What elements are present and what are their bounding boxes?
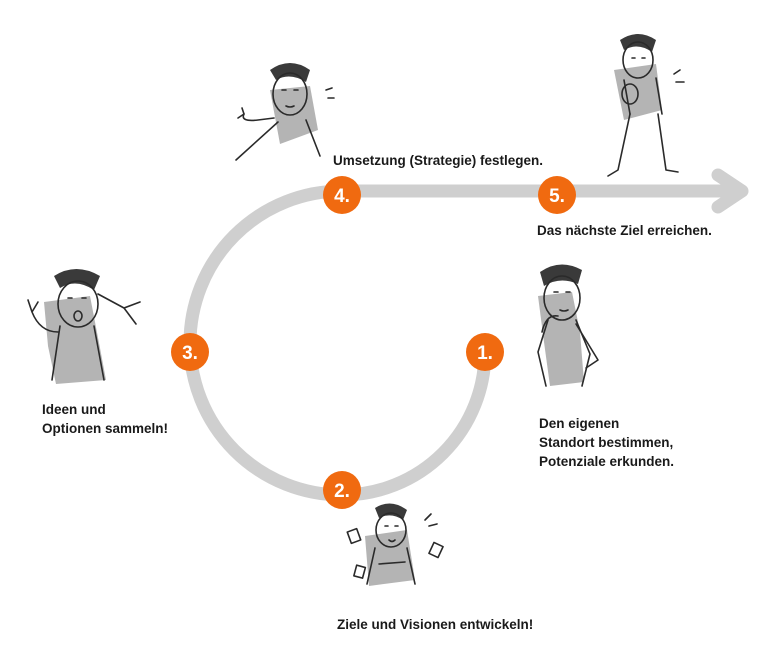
step-number-3: 3. <box>182 343 198 364</box>
arrow-head-icon <box>711 168 749 214</box>
step-number-5: 5. <box>549 186 565 207</box>
brainstorming-person-icon <box>27 269 141 384</box>
stressed-person-icon <box>346 503 444 586</box>
step-marker-1: 1. <box>466 333 504 371</box>
step-3-caption-line-2: Optionen sammeln! <box>42 421 169 436</box>
step-2-caption-line-1: Ziele und Visionen entwickeln! <box>337 617 534 632</box>
walking-person-icon <box>607 34 685 177</box>
step-number-4: 4. <box>334 186 350 207</box>
step-number-2: 2. <box>334 481 350 502</box>
step-2-caption: Ziele und Visionen entwickeln! <box>337 615 533 634</box>
thinking-person-icon <box>537 264 599 387</box>
step-5-caption: Das nächste Ziel erreichen. <box>537 221 712 240</box>
step-marker-4: 4. <box>323 176 361 214</box>
step-1-caption-line-3: Potenziale erkunden. <box>539 454 675 469</box>
pointing-person-icon <box>235 63 335 161</box>
step-3-caption: Ideen und Optionen sammeln! <box>42 400 168 438</box>
step-marker-3: 3. <box>171 333 209 371</box>
step-1-caption-line-1: Den eigenen <box>539 416 620 431</box>
step-4-caption-line-1: Umsetzung (Strategie) festlegen. <box>333 153 544 168</box>
step-1-caption-line-2: Standort bestimmen, <box>539 435 674 450</box>
step-marker-5: 5. <box>538 176 576 214</box>
step-5-caption-line-1: Das nächste Ziel erreichen. <box>537 223 712 238</box>
step-4-caption: Umsetzung (Strategie) festlegen. <box>333 151 543 170</box>
step-3-caption-line-1: Ideen und <box>42 402 106 417</box>
step-1-caption: Den eigenen Standort bestimmen, Potenzia… <box>539 414 674 471</box>
step-number-1: 1. <box>477 343 493 364</box>
process-path <box>183 184 735 502</box>
step-marker-2: 2. <box>323 471 361 509</box>
